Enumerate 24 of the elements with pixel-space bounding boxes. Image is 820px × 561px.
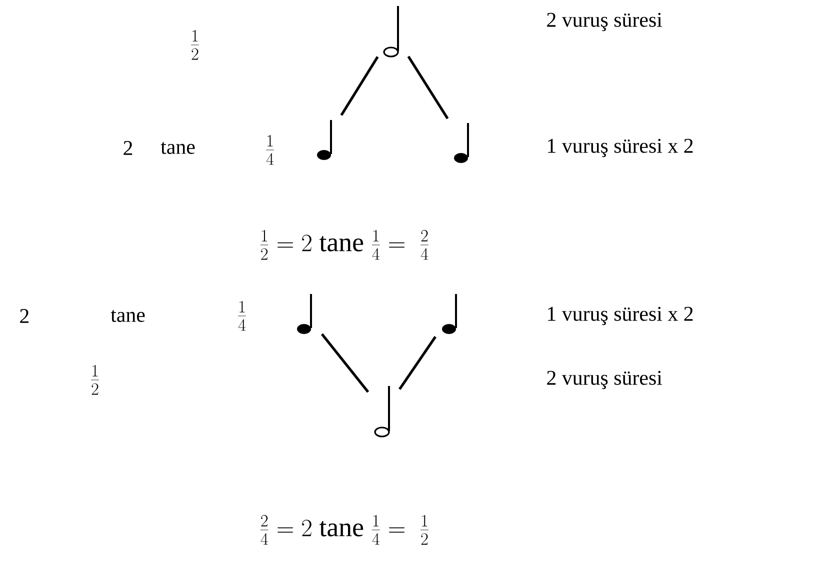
equation: $\frac{2}{4}= 2\ \mathrm{tane}\ \frac{1}{4} = \ \frac{1}{2}$: [260, 515, 428, 545]
connector-line: [320, 333, 370, 393]
fraction: $\frac{1}{4}$: [266, 135, 274, 165]
note-drawing: [297, 294, 312, 334]
equation: $\frac{1}{2}= 2\ \mathrm{tane}\ \frac{1}{4} = \ \frac{2}{4}$: [260, 230, 428, 260]
note-drawing: [317, 120, 332, 160]
label-text: 2 vuruş süresi: [547, 370, 662, 390]
connector-line: [398, 336, 436, 390]
fraction: $\frac{1}{2}$: [91, 365, 99, 395]
label-text: 2: [20, 309, 29, 323]
note-drawing: [383, 6, 399, 58]
label-text: 1 vuruş süresi x 2: [548, 306, 693, 326]
note-drawing: [454, 123, 469, 163]
connector-line: [340, 56, 379, 116]
label-text: tane: [160, 142, 195, 154]
label-text: 2: [124, 141, 132, 155]
note-drawing: [442, 294, 457, 334]
note-drawing: [374, 386, 390, 438]
fraction: $\frac{1}{2}$: [191, 30, 199, 60]
label-text: 2 vuruş süresi: [547, 12, 662, 32]
fraction: $\frac{1}{4}$: [238, 301, 246, 331]
label-text: tane: [110, 310, 145, 322]
connector-line: [407, 56, 449, 120]
label-text: 1 vuruş süresi x 2: [548, 138, 693, 158]
